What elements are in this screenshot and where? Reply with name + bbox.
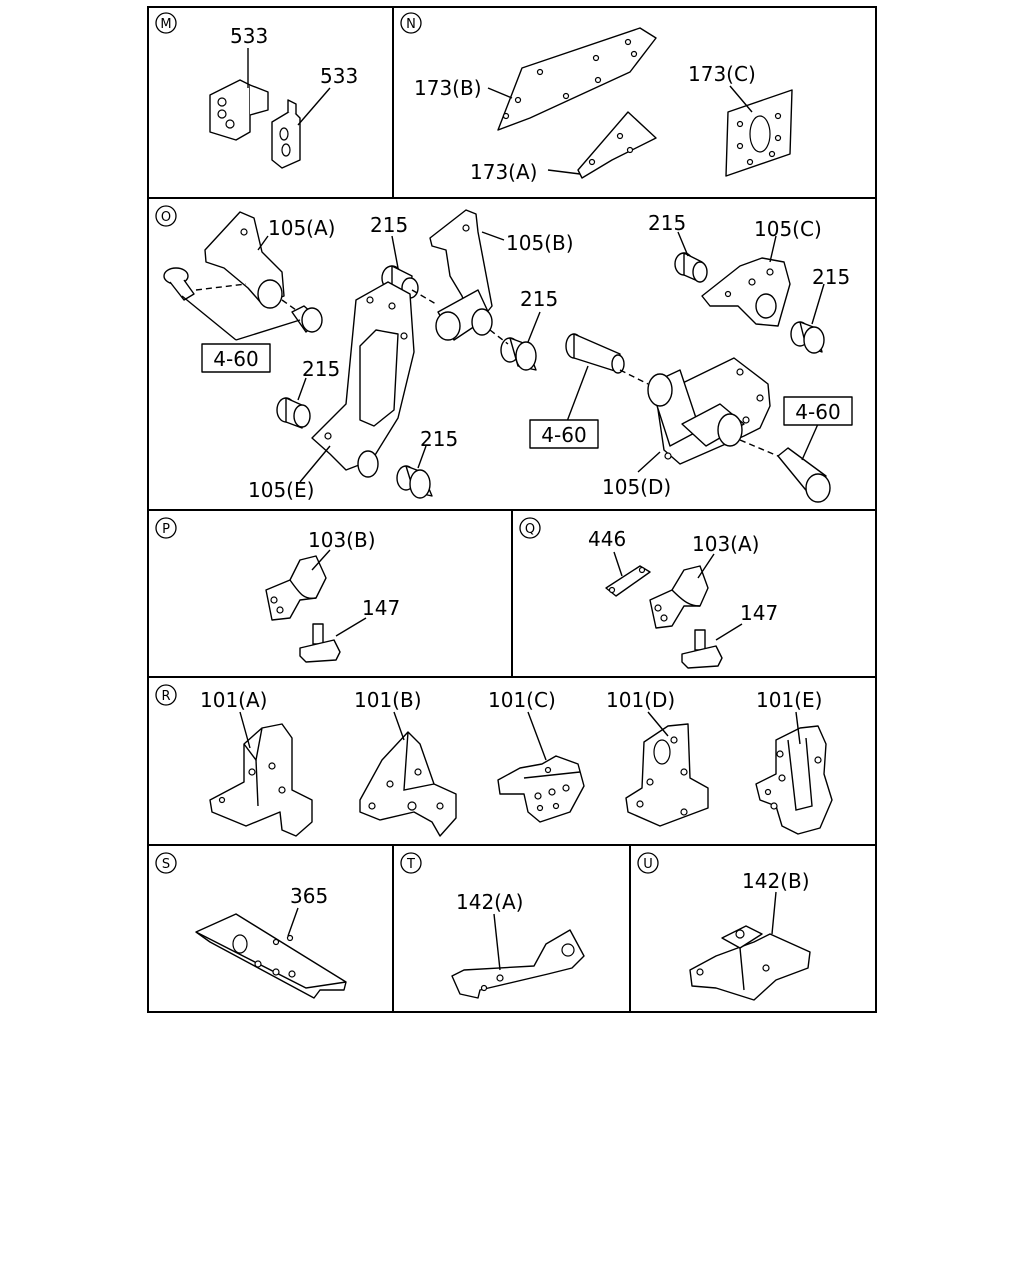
section-m: M 533 533 (155, 12, 358, 169)
section-p: P 103(B) 147 (155, 517, 400, 663)
section-letter-n: N (400, 12, 422, 34)
bushing-4-60-small-left (163, 267, 195, 301)
label-215-o4: 215 (812, 265, 850, 289)
label-215-o6: 215 (420, 427, 458, 451)
label-103a: 103(A) (692, 532, 759, 556)
section-u: U 142(B) (637, 852, 811, 1001)
label-101d: 101(D) (606, 688, 675, 712)
svg-text:4-60: 4-60 (541, 423, 586, 447)
label-147-p: 147 (362, 596, 400, 620)
section-letter-u: U (637, 852, 659, 874)
label-105b: 105(B) (506, 231, 574, 255)
bushing-215-o-e-left (276, 397, 311, 429)
bracket-101d (625, 723, 709, 827)
bracket-101b (359, 731, 457, 837)
svg-text:R: R (161, 689, 170, 704)
label-105d: 105(D) (602, 475, 671, 499)
label-142b: 142(B) (742, 869, 810, 893)
box-4-60-o1: 4-60 (201, 343, 271, 373)
label-215-o3: 215 (648, 211, 686, 235)
bracket-105e (311, 281, 415, 478)
box-4-60-o3: 4-60 (783, 396, 853, 426)
bracket-142b (689, 925, 811, 1001)
label-105e: 105(E) (248, 478, 314, 502)
bushing-215-o-c-right (790, 321, 825, 354)
svg-text:M: M (160, 17, 171, 32)
svg-text:U: U (643, 857, 653, 872)
label-365: 365 (290, 884, 328, 908)
label-105c: 105(C) (754, 217, 822, 241)
bushing-4-60-small-right (291, 305, 323, 333)
section-q: Q 446 103(A) 147 (519, 517, 778, 669)
label-215-o2: 215 (520, 287, 558, 311)
label-173a: 173(A) (470, 160, 537, 184)
label-533-left: 533 (230, 24, 268, 48)
plate-173c (725, 89, 793, 177)
bracket-105b (429, 209, 493, 341)
section-n: N 173(B) 173(C) 173(A) (400, 12, 793, 184)
bracket-105a (204, 211, 285, 309)
section-o: O 4-60 105(A) (155, 205, 853, 503)
bushing-4-60-long-right (777, 447, 831, 503)
svg-text:4-60: 4-60 (213, 347, 258, 371)
bracket-101a (209, 723, 313, 837)
label-101c: 101(C) (488, 688, 556, 712)
bushing-215-o-c-left (674, 252, 708, 283)
section-r: R (155, 684, 833, 837)
label-101e: 101(E) (756, 688, 822, 712)
svg-text:P: P (162, 522, 170, 537)
svg-text:Q: Q (525, 522, 535, 537)
bushing-215-o-b-right (500, 337, 537, 371)
svg-text:S: S (162, 857, 170, 872)
label-142a: 142(A) (456, 890, 523, 914)
label-105a: 105(A) (268, 216, 335, 240)
bushing-4-60-long-left (565, 333, 625, 374)
section-letter-p: P (155, 517, 177, 539)
label-147-q: 147 (740, 601, 778, 625)
section-t: T 142(A) (400, 852, 585, 999)
section-s: S 365 (155, 852, 347, 999)
plate-446 (605, 565, 651, 597)
svg-text:T: T (406, 857, 415, 872)
svg-text:O: O (161, 210, 171, 225)
box-4-60-o2: 4-60 (529, 419, 599, 449)
stopper-147-p (299, 623, 341, 663)
label-101b: 101(B) (354, 688, 422, 712)
label-101a: 101(A) (200, 688, 267, 712)
section-letter-r: R (155, 684, 177, 706)
svg-text:N: N (406, 17, 416, 32)
label-173b: 173(B) (414, 76, 482, 100)
bracket-533-left (209, 79, 269, 141)
label-173c: 173(C) (688, 62, 756, 86)
bracket-103a (649, 565, 709, 629)
bushing-215-o-e-right (396, 465, 433, 499)
bracket-101e (755, 725, 833, 835)
label-215-o1: 215 (370, 213, 408, 237)
section-letter-q: Q (519, 517, 541, 539)
section-letter-s: S (155, 852, 177, 874)
frame-grid (147, 6, 877, 1013)
stopper-147-q (681, 629, 723, 669)
bracket-105c (701, 257, 791, 327)
svg-text:4-60: 4-60 (795, 400, 840, 424)
label-446: 446 (588, 527, 626, 551)
section-letter-o: O (155, 205, 177, 227)
plate-173a (577, 111, 657, 179)
bracket-105d (647, 357, 771, 465)
bracket-103b (265, 555, 327, 621)
plate-173b (497, 27, 657, 131)
section-letter-t: T (400, 852, 422, 874)
bracket-142a (451, 929, 585, 999)
label-533-right: 533 (320, 64, 358, 88)
label-103b: 103(B) (308, 528, 376, 552)
label-215-o5: 215 (302, 357, 340, 381)
bracket-101c (497, 755, 585, 823)
section-letter-m: M (155, 12, 177, 34)
bracket-533-right (271, 99, 301, 169)
member-365 (195, 913, 347, 999)
